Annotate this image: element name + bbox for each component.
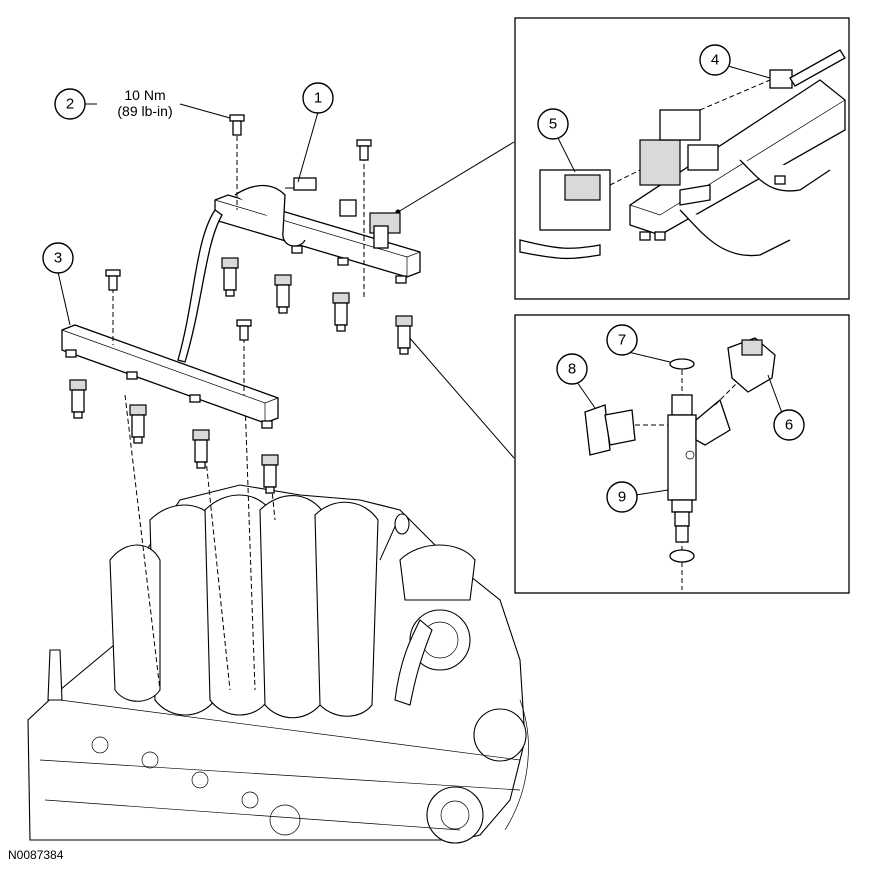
svg-text:8: 8 [568,361,576,378]
callout-5: 5 [537,108,576,173]
detail-injector-contents [584,337,776,590]
detail-connector-contents [519,49,846,260]
svg-text:1: 1 [314,90,322,107]
svg-text:3: 3 [54,250,62,267]
svg-text:4: 4 [711,52,719,69]
svg-text:6: 6 [785,417,793,434]
engine-assembly [27,484,529,844]
injectors-right-bank [221,257,413,355]
callout-1: 1 [297,82,334,183]
callout-9: 9 [606,481,669,513]
svg-text:5: 5 [549,116,557,133]
svg-text:9: 9 [618,489,626,506]
callout-8: 8 [556,353,596,409]
callout-7: 7 [606,324,671,363]
fuel-rail-left [61,269,279,429]
callout-3: 3 [42,242,74,326]
torque-specification: 10 Nm (89 lb-in) [95,87,195,119]
torque-imperial: (89 lb-in) [117,103,173,119]
svg-text:2: 2 [66,96,74,113]
callout-6: 6 [767,374,805,441]
torque-metric: 10 Nm [124,87,166,103]
callout-4: 4 [699,44,771,79]
callout-2: 2 [54,88,231,120]
svg-text:7: 7 [618,332,626,349]
injectors-left-bank [69,379,279,494]
figure-id: N0087384 [8,848,64,862]
fuel-rail-right [214,114,421,300]
